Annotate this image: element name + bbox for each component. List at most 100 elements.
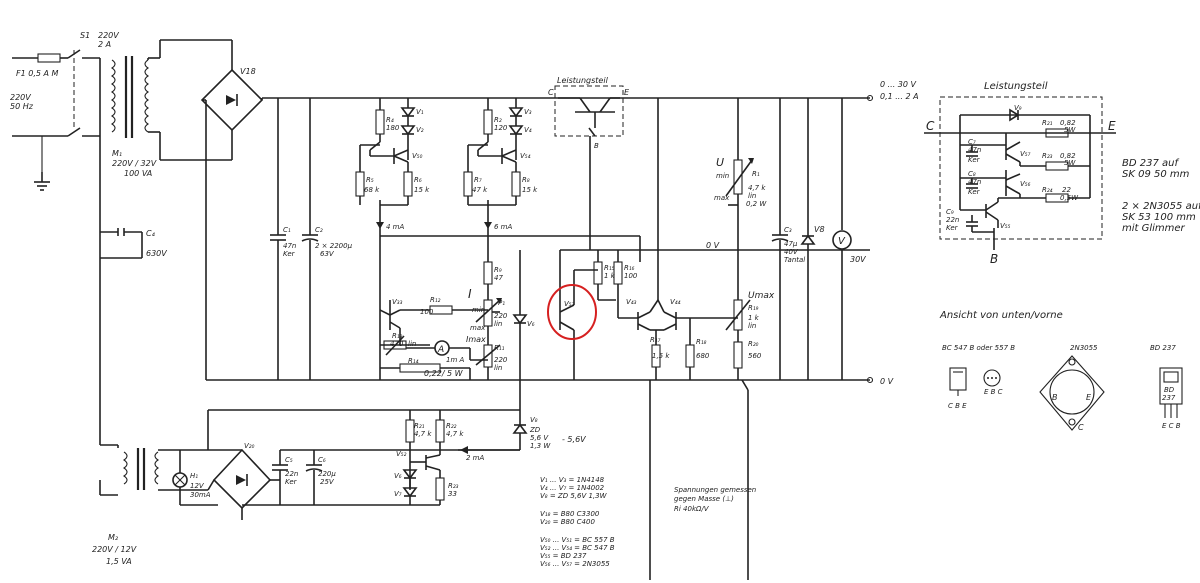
v18-label: V18 (240, 67, 256, 76)
r7-name: R₇ (474, 176, 482, 184)
measure-note: Spannungen gemessen gegen Masse (⊥) Ri 4… (674, 486, 756, 513)
note-1: gegen Masse (⊥) (674, 495, 734, 503)
lt-b: B (594, 142, 599, 150)
r23-value: 33 (448, 490, 457, 498)
c5-type: Ker (285, 478, 298, 486)
detail-c9-type: Ker (946, 224, 959, 232)
c5-name: C₅ (285, 456, 293, 464)
detail-v9: V₉ (1014, 104, 1022, 112)
mount-3: 2 × 2N3055 auf (1122, 201, 1200, 212)
legend-9: V₅₅ = BD 237 (540, 552, 587, 560)
v53-label: V₅₃ (564, 300, 575, 308)
r19-value: 1 k (748, 314, 760, 322)
ground-0v: 0 V (880, 377, 894, 386)
i-min: min (472, 306, 485, 314)
fuse-label: F1 0,5 A M (16, 69, 59, 78)
r12-value: 100 (420, 308, 434, 316)
mount-1: SK 09 50 mm (1122, 169, 1190, 180)
r7-value: 47 k (472, 186, 488, 194)
legend-0: V₁ ... V₃ = 1N4148 (540, 476, 605, 484)
legend-4: V₁₈ = B80 C3300 (540, 510, 600, 518)
v8-label: V8 (814, 225, 825, 234)
c2-value: 2 × 2200μ (315, 242, 353, 250)
c2-volt: 63V (320, 250, 335, 258)
r11-value: 220 (494, 356, 508, 364)
r2-name: R₂ (494, 116, 502, 124)
c5-value: 22n (285, 470, 298, 478)
m1-spec: 220V / 32V (112, 159, 157, 168)
detail-r3-value: 22 (1062, 186, 1071, 194)
ammeter-symbol: A (437, 345, 444, 355)
c4-name: C₄ (146, 229, 156, 238)
detail-c8-value: 47n (968, 178, 981, 186)
detail-c7-type: Ker (968, 156, 981, 164)
ammeter-range: 1m A (446, 356, 464, 364)
detail-r1-w: 5W (1064, 126, 1076, 134)
imax-label: Imax (466, 335, 486, 344)
m1-va: 100 VA (124, 169, 152, 178)
output-voltage: 0 ... 30 V (880, 80, 917, 89)
c6-name: C₆ (318, 456, 326, 464)
c3-volt: 40V (784, 248, 799, 256)
p1-label: P₁ (498, 299, 505, 307)
r13-value: 470 (390, 340, 404, 348)
r8-value: 15 k (522, 186, 538, 194)
v54-label: V₅₄ (520, 152, 531, 160)
r19-name: R₁₉ (748, 304, 759, 312)
zd-type: ZD (529, 426, 541, 434)
n3055-e: E (1086, 393, 1092, 402)
leistungsteil-block (554, 85, 659, 300)
parts-legend: V₁ ... V₃ = 1N4148 V₄ ... V₇ = 1N4002 V₈… (540, 476, 615, 568)
r1-value: 4,7 k (748, 184, 766, 192)
v43-label: V₄₃ (626, 298, 637, 306)
v44-label: V₄₄ (670, 298, 681, 306)
aux-supply (99, 380, 749, 580)
r9-value: 47 (494, 274, 503, 282)
r6-name: R₆ (414, 176, 422, 184)
v7-label: V₇ (394, 490, 402, 498)
r23-name: R₂₃ (448, 482, 459, 490)
bc-title: BC 547 B oder 557 B (942, 344, 1015, 352)
transformer-main (99, 39, 232, 161)
u-max: max (714, 194, 730, 202)
detail-r1-value: 0,82 (1060, 119, 1076, 127)
r6-value: 15 k (414, 186, 430, 194)
note-2: Ri 40kΩ/V (674, 505, 710, 513)
current-source-left (355, 98, 416, 236)
labels-main: M₁ 220V / 32V 100 VA C₄ 630V V18 C₁ 47n … (112, 67, 919, 386)
leistungsteil-detail: Leistungsteil (924, 81, 1116, 266)
r19-lin: lin (748, 322, 756, 330)
r22-name: R₂₂ (446, 422, 457, 430)
i-max: max (470, 324, 486, 332)
capacitor-c4 (99, 136, 143, 445)
detail-t3: V₅₅ (1000, 222, 1011, 230)
m2-spec: 220V / 12V (92, 545, 137, 554)
detail-t2: V₅₆ (1020, 180, 1031, 188)
internal-rails (379, 235, 870, 302)
voltage-set (725, 98, 754, 400)
r10-value: 220 (494, 312, 508, 320)
leistungsteil-title: Leistungsteil (557, 76, 609, 85)
v20-label: V₂₀ (244, 442, 255, 450)
c1-type: Ker (283, 250, 296, 258)
detail-c: C (926, 119, 935, 133)
r17-name: R₁₇ (650, 336, 661, 344)
c6-value: 220μ (318, 470, 336, 478)
mount-0: BD 237 auf (1122, 158, 1179, 169)
r1-watt: 0,2 W (746, 200, 767, 208)
r15-value: 1 k (604, 272, 616, 280)
r4-value: 180 (386, 124, 400, 132)
detail-r2-value: 0,82 (1060, 152, 1076, 160)
caps-c1-c2 (270, 98, 319, 380)
v1-label: V₁ (416, 108, 424, 116)
voltmeter-symbol: V (838, 236, 846, 247)
r18-name: R₁₈ (696, 338, 707, 346)
m2-va: 1,5 VA (106, 557, 132, 566)
r4-name: R₄ (386, 116, 394, 124)
r12-name: R₁₂ (430, 296, 441, 304)
n3055-b: B (1052, 393, 1058, 402)
